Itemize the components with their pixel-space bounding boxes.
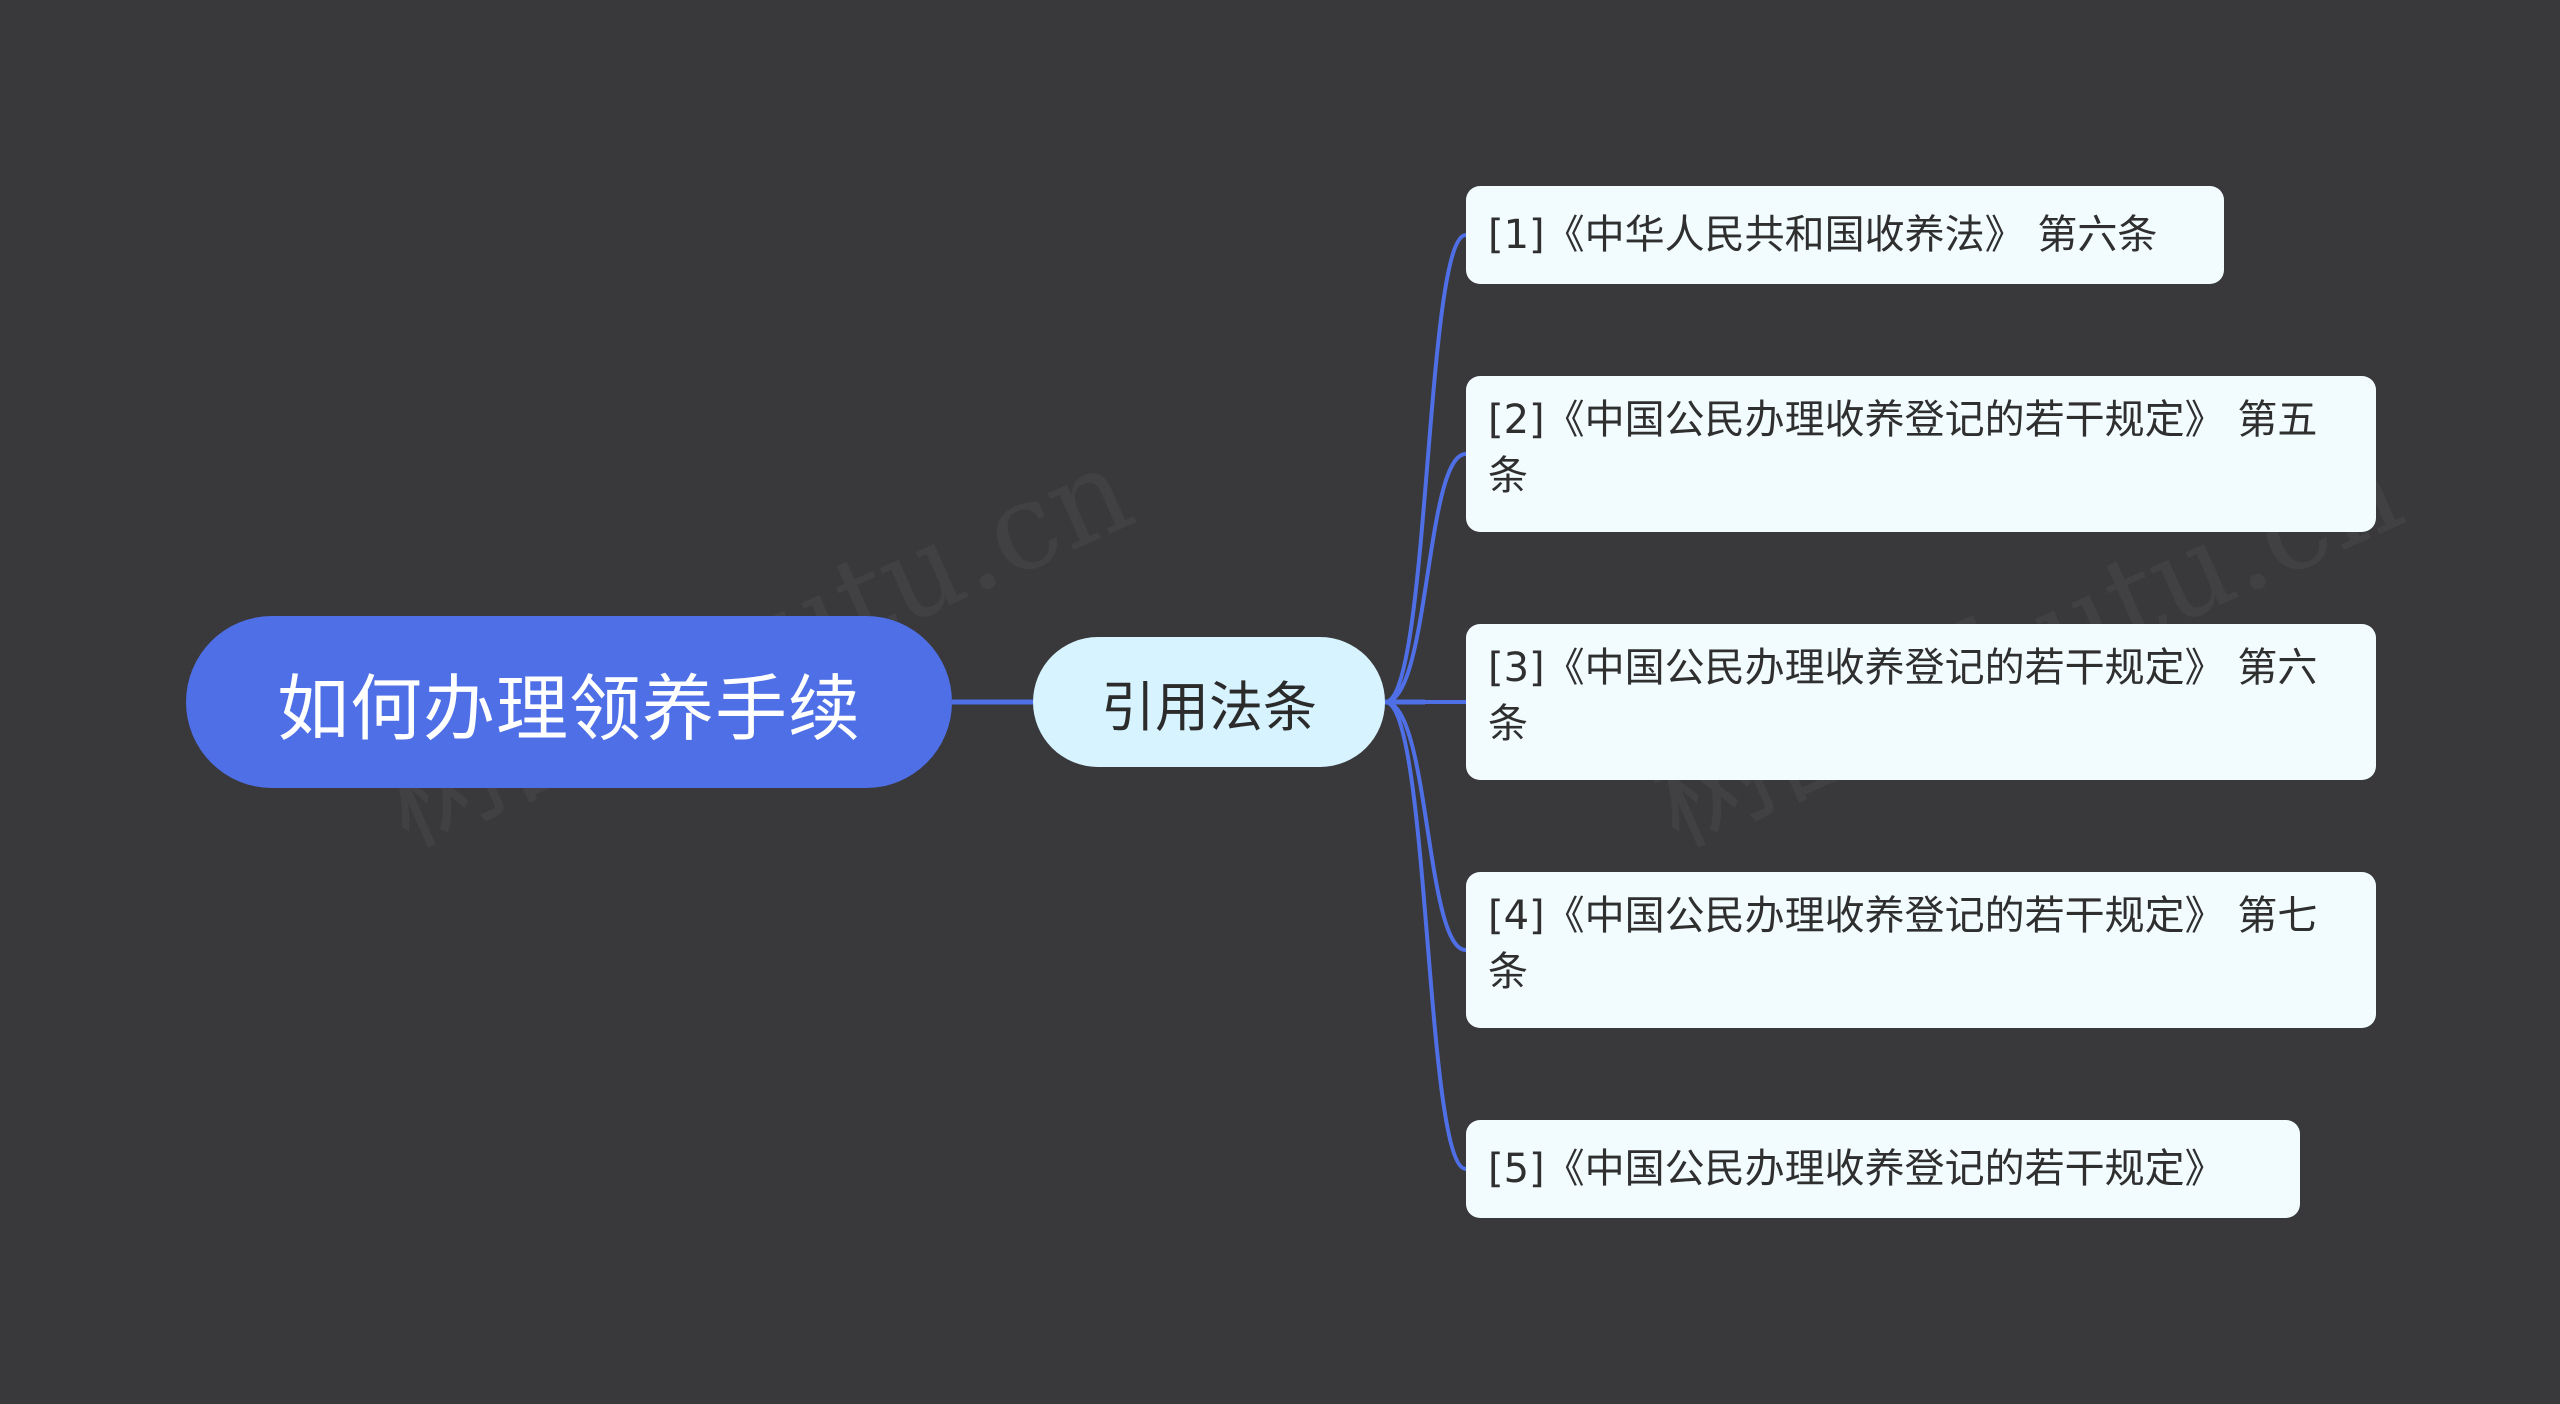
leaf-connector-5 [1384,700,1467,1171]
leaf-topic-label-4: [4]《中国公民办理收养登记的若干规定》 第七条 [1488,893,2318,995]
leaf-topic-label-5: [5]《中国公民办理收养登记的若干规定》 [1488,1146,2225,1192]
leaf-connector-2 [1384,452,1467,704]
leaf-topic-node-5[interactable]: [5]《中国公民办理收养登记的若干规定》 [1466,1120,2300,1218]
leaf-connector-4 [1384,700,1467,952]
leaf-topic-label-1: [1]《中华人民共和国收养法》 第六条 [1488,212,2158,258]
leaf-topic-label-3: [3]《中国公民办理收养登记的若干规定》 第六条 [1488,645,2318,747]
leaf-topic-node-4[interactable]: [4]《中国公民办理收养登记的若干规定》 第七条 [1466,872,2376,1028]
leaf-topic-node-3[interactable]: [3]《中国公民办理收养登记的若干规定》 第六条 [1466,624,2376,780]
branch-topic-node[interactable]: 引用法条 [1033,637,1385,767]
leaf-connector-1 [1384,233,1467,704]
root-topic-label: 如何办理领养手续 [276,666,861,751]
branch-topic-label: 引用法条 [1101,675,1317,739]
root-topic-node[interactable]: 如何办理领养手续 [186,616,952,788]
leaf-topic-label-2: [2]《中国公民办理收养登记的若干规定》 第五条 [1488,397,2318,499]
leaf-topic-node-1[interactable]: [1]《中华人民共和国收养法》 第六条 [1466,186,2224,284]
leaf-topic-node-2[interactable]: [2]《中国公民办理收养登记的若干规定》 第五条 [1466,376,2376,532]
